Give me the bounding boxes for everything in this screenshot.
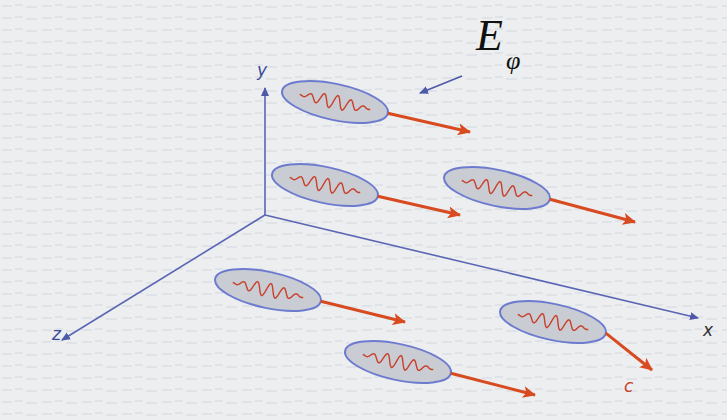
photon-packet	[440, 159, 553, 217]
velocity-arrow	[388, 113, 470, 132]
velocity-arrow	[606, 333, 652, 370]
axis-label: x	[703, 322, 713, 339]
leader-line	[420, 76, 462, 93]
photon-packet	[278, 73, 391, 131]
photon-packet	[341, 333, 454, 391]
axis-label: z	[52, 326, 61, 343]
velocity-arrow	[378, 196, 460, 215]
photon-packet	[211, 261, 324, 319]
axes	[62, 88, 698, 340]
velocity-arrow	[550, 199, 635, 222]
y-axis	[264, 88, 266, 215]
speed-label: c	[624, 378, 633, 395]
velocity-arrow	[321, 301, 405, 322]
photon-packet	[496, 293, 609, 351]
axis-label: y	[257, 62, 267, 79]
field-symbol: E	[476, 14, 503, 58]
wave-packets	[211, 73, 652, 395]
photon-packet	[268, 156, 381, 214]
field-subscript: φ	[506, 48, 520, 74]
velocity-arrow	[451, 373, 535, 395]
